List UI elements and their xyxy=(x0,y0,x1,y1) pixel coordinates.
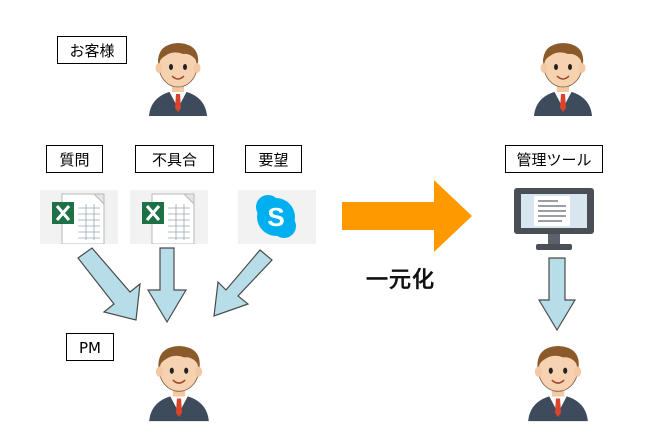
arrow-defect-to-pm xyxy=(146,247,188,324)
svg-text:S: S xyxy=(267,202,284,232)
customer-person-right-icon xyxy=(533,42,593,116)
excel-file-icon xyxy=(40,190,118,244)
tool-label: 管理ツール xyxy=(505,145,603,173)
skype-icon: S xyxy=(238,190,316,244)
pm-label: PM xyxy=(66,333,114,361)
arrows-to-pm xyxy=(77,247,273,324)
arrow-tool-to-person xyxy=(537,257,577,332)
pm-person-right-icon xyxy=(527,345,589,422)
monitor-icon xyxy=(514,188,594,250)
excel-file-icon xyxy=(130,190,208,244)
customer-person-icon xyxy=(148,42,208,116)
question-label: 質問 xyxy=(46,145,103,173)
arrow-question-to-pm xyxy=(77,247,141,321)
defect-label: 不具合 xyxy=(135,145,214,173)
unify-text: 一元化 xyxy=(366,268,436,293)
arrow-request-to-pm xyxy=(213,249,273,317)
pm-person-icon xyxy=(148,345,210,422)
customer-label: お客様 xyxy=(57,36,127,64)
unify-arrow xyxy=(342,180,472,252)
request-label: 要望 xyxy=(245,145,302,173)
